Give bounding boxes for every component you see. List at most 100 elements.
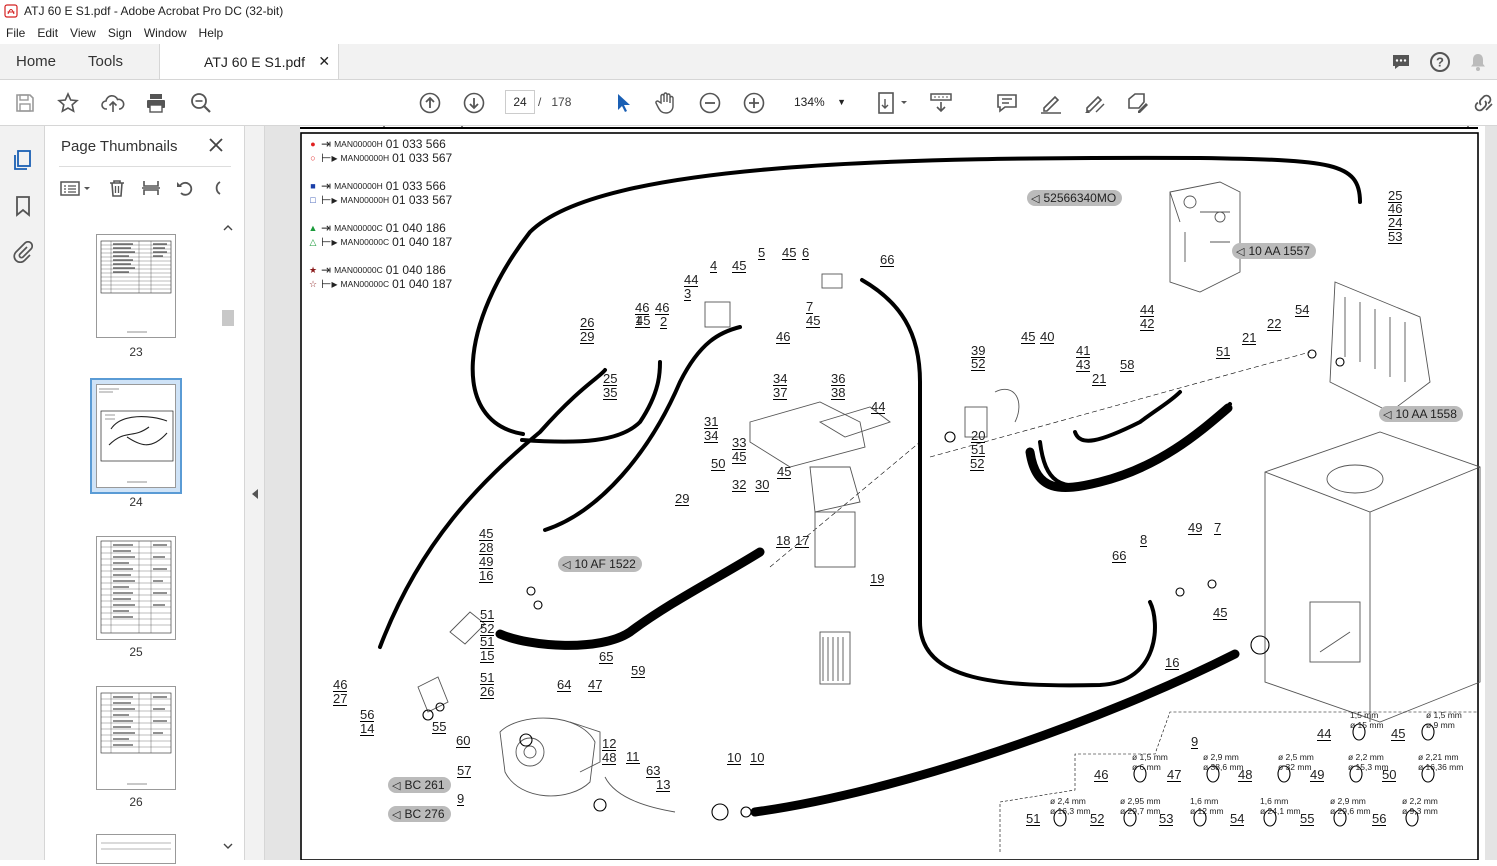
thumbnail-label-23: 23 bbox=[129, 345, 143, 359]
seal-item-number: 54 bbox=[1230, 811, 1245, 826]
seal-inner-diameter: ø 9,3 mm bbox=[1402, 806, 1438, 816]
thumbnail-23-preview bbox=[100, 240, 172, 333]
add-comment-icon[interactable] bbox=[994, 90, 1020, 116]
zoom-in-icon[interactable] bbox=[741, 90, 767, 116]
part-number-label: 45 bbox=[806, 313, 821, 328]
rotate-clockwise-icon[interactable] bbox=[209, 178, 221, 198]
panel-title: Page Thumbnails bbox=[61, 138, 178, 155]
thumbnail-options-icon[interactable] bbox=[59, 179, 93, 197]
scroll-mode-icon[interactable] bbox=[928, 90, 954, 116]
part-number-label: 20 bbox=[971, 428, 986, 443]
scroll-thumb bbox=[222, 310, 234, 326]
seal-thickness: ø 2,95 mm bbox=[1120, 796, 1161, 806]
part-number-label: 59 bbox=[631, 663, 646, 678]
tab-tools[interactable]: Tools bbox=[88, 53, 124, 70]
previous-page-icon[interactable] bbox=[417, 90, 443, 116]
seal-inner-diameter: ø 38,6 mm bbox=[1203, 762, 1244, 772]
extract-pages-icon[interactable] bbox=[141, 178, 161, 198]
seal-thickness: ø 1,5 mm bbox=[1132, 752, 1168, 762]
reference-callout: ◁10 AA 1558 bbox=[1379, 406, 1463, 422]
hand-tool-icon[interactable] bbox=[653, 90, 679, 116]
next-page-icon[interactable] bbox=[461, 90, 487, 116]
fit-page-icon[interactable] bbox=[876, 90, 912, 116]
menu-window[interactable]: Window bbox=[143, 26, 187, 40]
part-number-label: 16 bbox=[1165, 655, 1180, 670]
document-tab-label: ATJ 60 E S1.pdf bbox=[204, 53, 305, 70]
close-panel-icon[interactable] bbox=[207, 136, 225, 154]
draw-signature-icon[interactable] bbox=[1081, 90, 1107, 116]
part-number-label: 14 bbox=[360, 721, 375, 736]
bookmarks-icon[interactable] bbox=[11, 194, 35, 218]
seal-inner-diameter: ø 12 mm bbox=[1190, 806, 1224, 816]
hydraulic-schematic-drawing bbox=[300, 126, 1481, 860]
part-number-label: 13 bbox=[656, 777, 671, 792]
thumbnail-page-24[interactable] bbox=[96, 384, 176, 488]
thumbnail-page-26[interactable] bbox=[96, 686, 176, 790]
close-tab-icon[interactable]: ✕ bbox=[318, 53, 331, 69]
tab-document[interactable]: ATJ 60 E S1.pdf ✕ bbox=[159, 44, 340, 79]
part-number-label: 51 bbox=[480, 670, 495, 685]
part-number-label: 7 bbox=[806, 299, 814, 314]
menu-view[interactable]: View bbox=[70, 26, 96, 40]
main-toolbar: 24 / 178 134% ▼ bbox=[0, 80, 1497, 126]
comment-bubble-icon[interactable] bbox=[1391, 52, 1411, 72]
menu-help[interactable]: Help bbox=[198, 26, 224, 40]
reference-callout: ◁10 AA 1557 bbox=[1232, 243, 1316, 259]
part-number-label: 45 bbox=[732, 258, 747, 273]
zoom-search-icon[interactable] bbox=[188, 90, 214, 116]
share-link-icon[interactable] bbox=[1470, 90, 1496, 116]
print-icon[interactable] bbox=[143, 90, 169, 116]
part-number-label: 25 bbox=[603, 371, 618, 386]
part-number-label: 44 bbox=[871, 399, 886, 414]
rotate-counterclockwise-icon[interactable] bbox=[175, 178, 195, 198]
seal-item-number: 56 bbox=[1372, 811, 1387, 826]
seal-thickness: 1,6 mm bbox=[1260, 796, 1289, 806]
menu-file[interactable]: File bbox=[6, 26, 26, 40]
part-number-label: 45 bbox=[479, 526, 494, 541]
delete-page-icon[interactable] bbox=[107, 178, 127, 198]
tab-home[interactable]: Home bbox=[16, 53, 57, 70]
upload-cloud-icon[interactable] bbox=[100, 90, 126, 116]
part-number-label: 26 bbox=[580, 315, 595, 330]
acrobat-icon bbox=[4, 4, 18, 18]
select-cursor-icon[interactable] bbox=[610, 90, 636, 116]
part-number-label: 65 bbox=[599, 649, 614, 664]
menu-edit[interactable]: Edit bbox=[37, 26, 59, 40]
part-number-label: 63 bbox=[646, 763, 661, 778]
thumbnail-page-23[interactable] bbox=[96, 234, 176, 338]
seal-inner-diameter: ø 15 mm bbox=[1350, 720, 1384, 730]
collapse-panel-arrow-icon[interactable] bbox=[250, 488, 260, 500]
menu-sign[interactable]: Sign bbox=[107, 26, 132, 40]
part-number-label: 34 bbox=[704, 428, 719, 443]
notification-bell-icon[interactable] bbox=[1469, 52, 1487, 72]
save-icon[interactable] bbox=[12, 90, 38, 116]
part-number-label: 15 bbox=[480, 648, 495, 663]
thumbnail-page-25[interactable] bbox=[96, 536, 176, 640]
seal-inner-diameter: ø 16,36 mm bbox=[1418, 762, 1464, 772]
zoom-out-icon[interactable] bbox=[697, 90, 723, 116]
part-number-label: 12 bbox=[602, 736, 617, 751]
zoom-level-select[interactable]: 134% ▼ bbox=[786, 90, 852, 114]
reference-callout: ◁52566340MO bbox=[1027, 190, 1123, 206]
help-icon[interactable]: ? bbox=[1429, 51, 1451, 73]
part-number-label: 43 bbox=[1076, 357, 1091, 372]
thumbnail-scrollbar[interactable] bbox=[221, 218, 235, 858]
highlight-pen-icon[interactable] bbox=[1038, 90, 1064, 116]
seal-item-number: 46 bbox=[1094, 767, 1109, 782]
seal-thickness: ø 2,2 mm bbox=[1348, 752, 1384, 762]
page-thumbnails-icon[interactable] bbox=[11, 148, 35, 172]
part-number-label: 58 bbox=[1120, 357, 1135, 372]
seal-inner-diameter: ø 6 mm bbox=[1132, 762, 1161, 772]
part-number-label: 53 bbox=[1388, 229, 1403, 244]
part-number-label: 47 bbox=[588, 677, 603, 692]
seal-thickness: ø 2,9 mm bbox=[1203, 752, 1239, 762]
page-number-input[interactable]: 24 bbox=[505, 90, 535, 114]
bookmark-star-icon[interactable] bbox=[55, 90, 81, 116]
chevron-down-icon: ▼ bbox=[837, 97, 846, 107]
part-number-label: 40 bbox=[1040, 329, 1055, 344]
stamp-edit-icon[interactable] bbox=[1125, 90, 1151, 116]
part-number-label: 29 bbox=[675, 491, 690, 506]
attachments-paperclip-icon[interactable] bbox=[11, 240, 35, 264]
